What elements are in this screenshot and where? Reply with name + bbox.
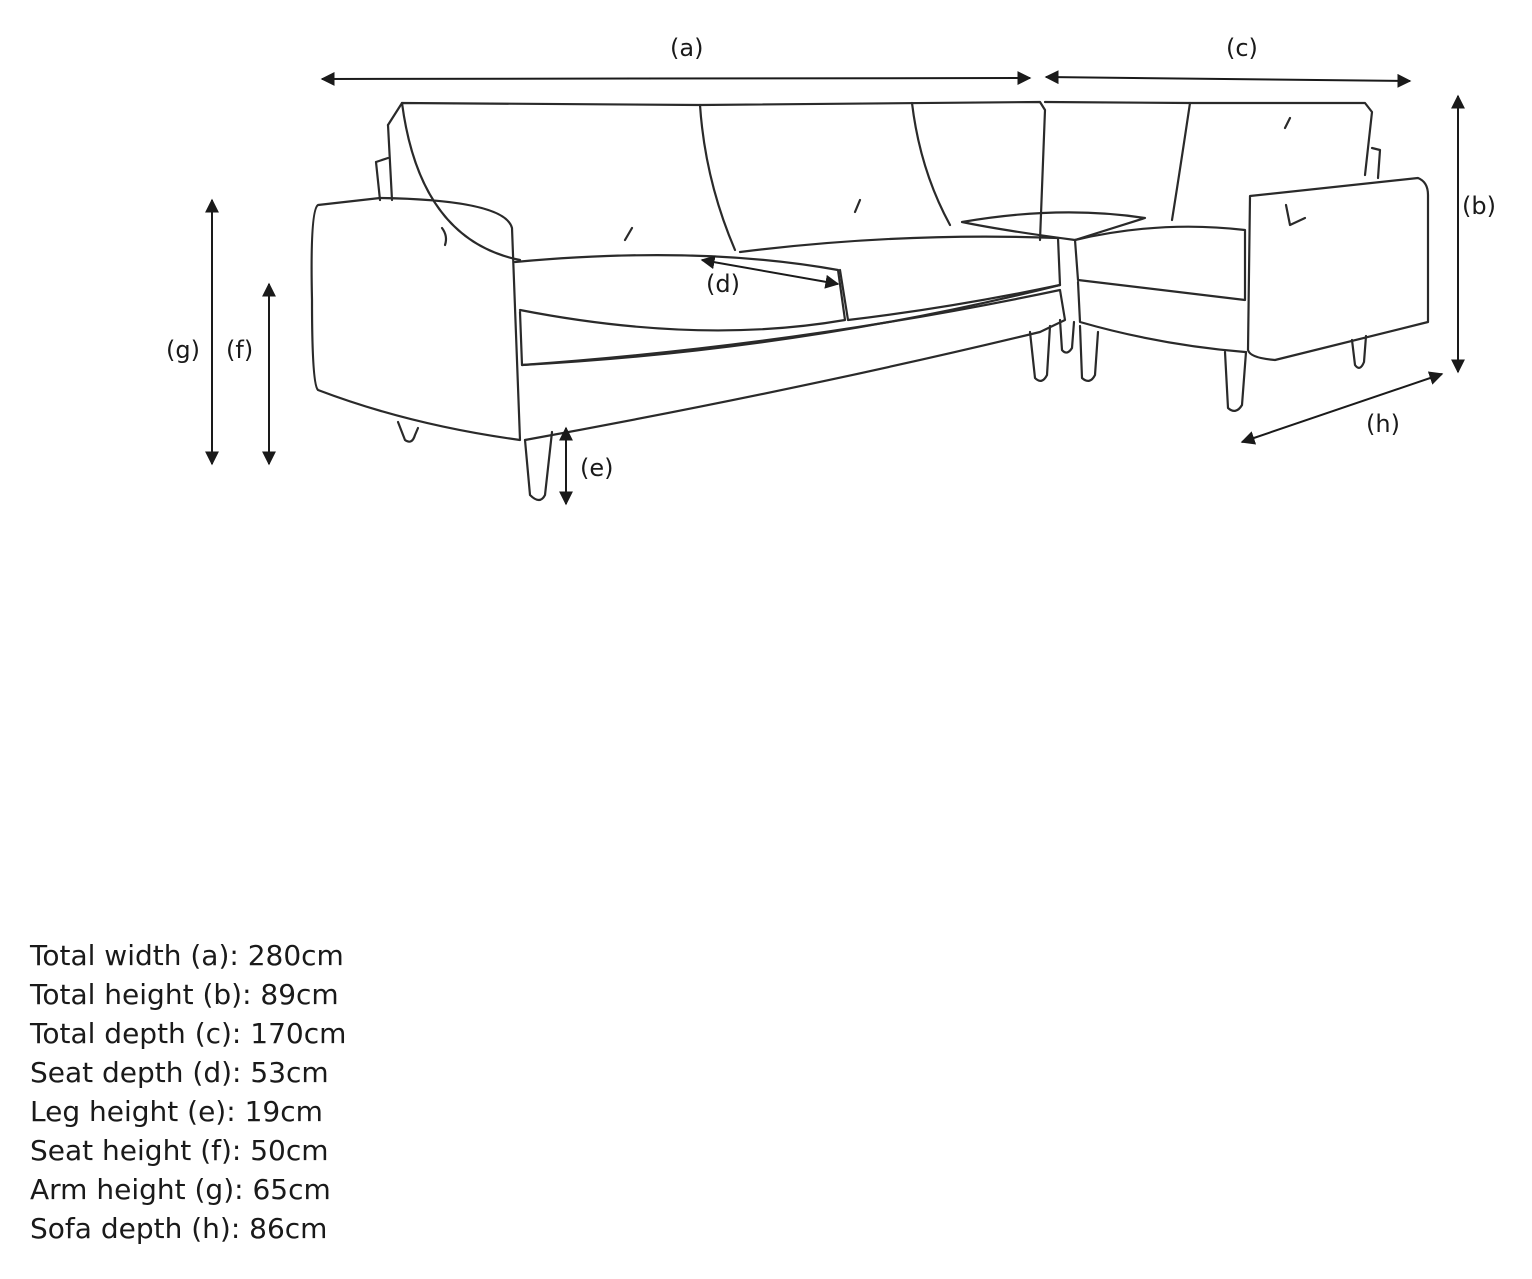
back-bolster-right	[1370, 146, 1382, 180]
back-cushion-seam-2	[1283, 116, 1292, 130]
leg-front-right	[1223, 350, 1248, 412]
back-rest-long-bottom	[386, 101, 522, 262]
spec-seat-depth: Seat depth (d): 53cm	[30, 1056, 329, 1089]
seat-cushion-mid	[738, 235, 1062, 322]
leg-back-left	[396, 420, 420, 443]
dimension-lines	[205, 70, 1465, 506]
base-front-long	[520, 288, 1067, 442]
left-arm	[310, 196, 522, 442]
seat-front-right	[1076, 280, 1247, 354]
dim-line-h	[1240, 371, 1444, 445]
right-arm-seam	[1284, 203, 1307, 227]
sofa-dimension-diagram: (a) (c) (b) (g) (f) (d) (e) (h)	[166, 34, 1496, 506]
back-rest-corner	[1043, 100, 1374, 177]
leg-back-right	[1350, 334, 1368, 369]
label-e: (e)	[580, 454, 614, 482]
label-g: (g)	[166, 336, 200, 364]
spec-total-height: Total height (b): 89cm	[30, 978, 339, 1011]
back-cushion-seams	[623, 198, 862, 242]
back-cushion-divider-2	[910, 101, 952, 227]
back-rest-long	[386, 100, 1047, 242]
left-arm-top-edge	[440, 226, 448, 247]
spec-leg-height: Leg height (e): 19cm	[30, 1095, 323, 1128]
seat-cushion-right	[1073, 225, 1247, 302]
label-c: (c)	[1226, 34, 1258, 62]
back-cushion-divider-3	[1170, 101, 1192, 222]
spec-seat-height: Seat height (f): 50cm	[30, 1134, 329, 1167]
leg-corner-1	[1028, 324, 1052, 382]
label-f: (f)	[226, 336, 253, 364]
label-d: (d)	[706, 270, 740, 298]
leg-front-left	[523, 430, 554, 502]
seat-front-long	[518, 283, 1062, 367]
leg-corner-3	[1078, 324, 1100, 382]
label-a: (a)	[670, 34, 703, 62]
dim-line-a	[320, 71, 1032, 86]
corner-sofa-drawing	[310, 100, 1430, 502]
back-bolster	[374, 156, 390, 202]
seat-cushion-left	[513, 254, 847, 332]
dimension-specs-list: Total width (a): 280cm Total height (b):…	[30, 936, 346, 1248]
spec-arm-height: Arm height (g): 65cm	[30, 1173, 331, 1206]
dim-line-c	[1044, 70, 1412, 88]
label-b: (b)	[1462, 192, 1496, 220]
spec-total-depth: Total depth (c): 170cm	[30, 1017, 347, 1050]
seat-cushion-corner	[960, 211, 1147, 242]
label-h: (h)	[1366, 410, 1400, 438]
right-arm	[1246, 176, 1430, 362]
dim-line-d	[700, 255, 840, 289]
spec-total-width: Total width (a): 280cm	[30, 939, 344, 972]
leg-corner-2	[1058, 318, 1076, 354]
back-cushion-divider-1	[698, 103, 737, 252]
spec-sofa-depth: Sofa depth (h): 86cm	[30, 1212, 328, 1245]
